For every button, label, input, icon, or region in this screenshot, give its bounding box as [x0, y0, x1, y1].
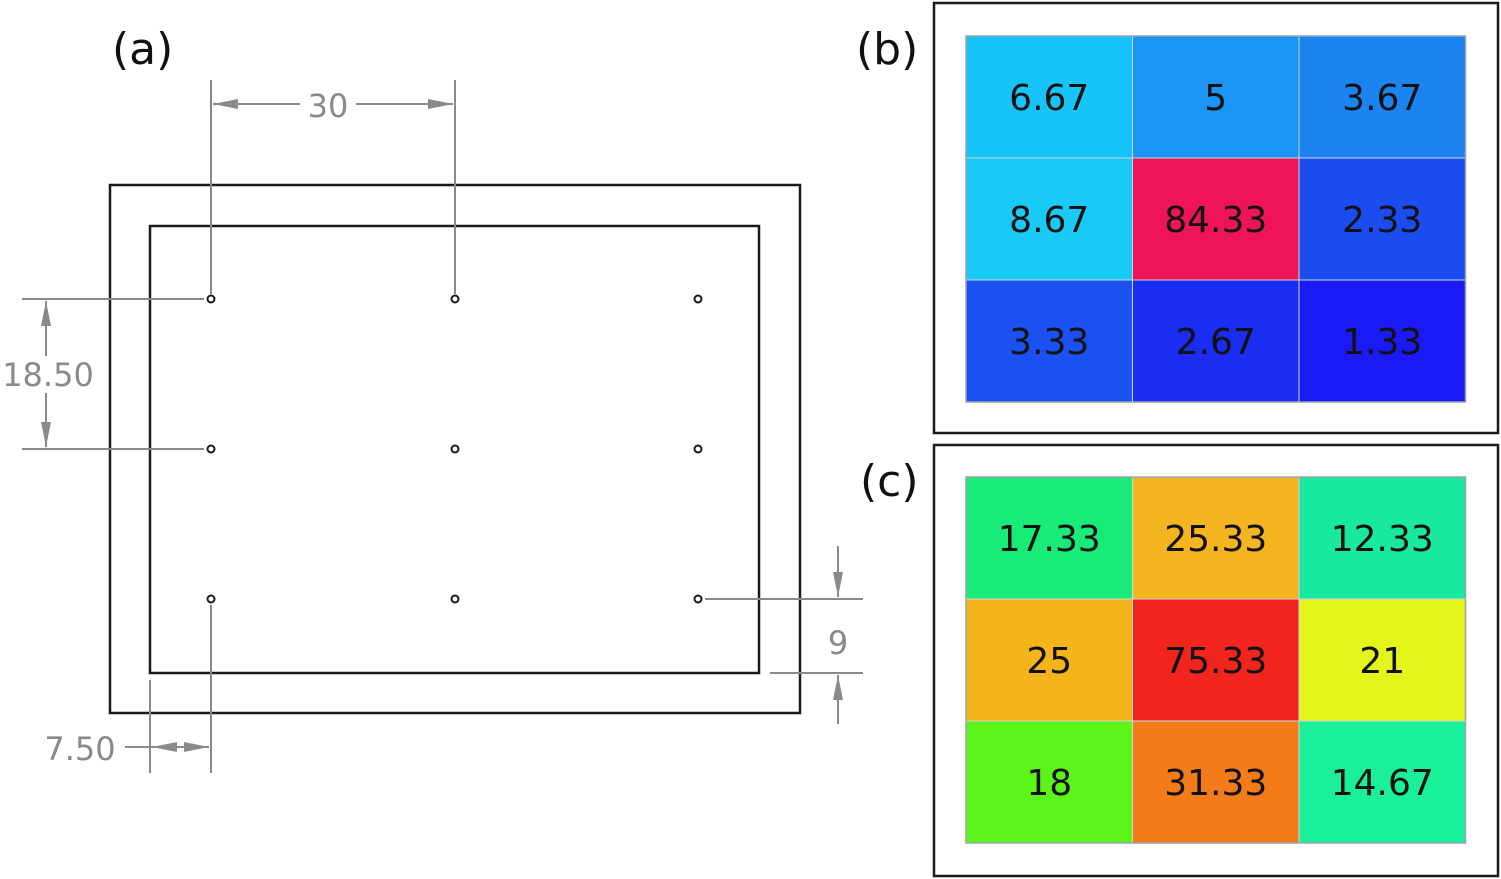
- panel-a-tag: (a): [112, 24, 173, 75]
- grid-cell: [1298, 35, 1466, 159]
- hole: [206, 444, 216, 454]
- hole-grid: [206, 294, 703, 604]
- hole: [450, 294, 460, 304]
- grid-cell-value: 3.67: [1342, 78, 1422, 119]
- dimension-edge-offset-x: [125, 605, 212, 773]
- grid-cell-value: 75.33: [1164, 641, 1267, 682]
- grid-cell-value: 2.33: [1342, 200, 1422, 241]
- hole: [206, 594, 216, 604]
- grid-cell-value: 6.67: [1009, 78, 1089, 119]
- grid-cell-value: 5: [1204, 78, 1227, 119]
- grid-cell: [1132, 279, 1300, 403]
- hole: [450, 444, 460, 454]
- grid-cell-value: 18: [1026, 763, 1072, 804]
- dimension-label-7-50: 7.50: [44, 730, 115, 768]
- grid-cell: [1298, 476, 1466, 600]
- grid-cell-value: 31.33: [1164, 763, 1267, 804]
- grid-cell-value: 14.67: [1331, 763, 1434, 804]
- hole: [693, 444, 703, 454]
- grid-cell-value: 2.67: [1176, 322, 1256, 363]
- grid-cell: [965, 35, 1133, 159]
- grid-cell-value: 25.33: [1164, 519, 1267, 560]
- grid-cell-value: 3.33: [1009, 322, 1089, 363]
- grid-cell: [1132, 35, 1300, 159]
- grid-cell-value: 84.33: [1164, 200, 1267, 241]
- hole: [450, 594, 460, 604]
- grid-cell-value: 25: [1026, 641, 1072, 682]
- grid-cell: [1132, 720, 1300, 844]
- panel-b-tag: (b): [856, 24, 918, 75]
- dimension-label-18-50: 18.50: [2, 356, 94, 394]
- heat-grid-c: 17.33 25.33 12.33 25 75.33 21 18 31.33 14.67: [965, 476, 1467, 844]
- grid-cell: [1298, 279, 1466, 403]
- dimension-hole-spacing-y: [22, 298, 204, 450]
- grid-cell-value: 21: [1359, 641, 1405, 682]
- dimension-label-30: 30: [308, 87, 349, 125]
- grid-cell: [1298, 598, 1466, 722]
- heat-grid-b: 6.67 5 3.67 8.67 84.33 2.33 3.33 2.67 1.33: [965, 35, 1467, 403]
- grid-border: [965, 476, 1467, 844]
- grid-cell-value: 12.33: [1331, 519, 1434, 560]
- panel-c: (c) 17.33 25.33 12.33 25 75.33 21 18 31.33 14.67: [860, 443, 1500, 878]
- grid-cell-value: 8.67: [1009, 200, 1089, 241]
- grid-cell: [965, 279, 1133, 403]
- grid-cell: [1298, 157, 1466, 281]
- grid-cell-value: 17.33: [998, 519, 1101, 560]
- grid-cell: [1132, 157, 1300, 281]
- dimension-hole-spacing-x: [210, 80, 456, 294]
- dimension-label-9: 9: [828, 624, 848, 662]
- dimension-edge-offset-y: [705, 546, 863, 724]
- panel-c-tag: (c): [860, 456, 919, 507]
- hole: [693, 594, 703, 604]
- grid-cell-value: 1.33: [1342, 322, 1422, 363]
- panel-a: (a) 30: [2, 24, 863, 773]
- grid-border: [965, 35, 1467, 403]
- grid-cell: [965, 476, 1133, 600]
- grid-cell: [1298, 720, 1466, 844]
- grid-cell: [965, 157, 1133, 281]
- hole: [206, 294, 216, 304]
- grid-cell: [1132, 598, 1300, 722]
- panel-b: (b) 6.67 5 3.67 8.67 84.33 2.33 3.33 2.67 1.33: [856, 1, 1500, 435]
- grid-cell: [1132, 476, 1300, 600]
- grid-cell: [965, 598, 1133, 722]
- hole: [693, 294, 703, 304]
